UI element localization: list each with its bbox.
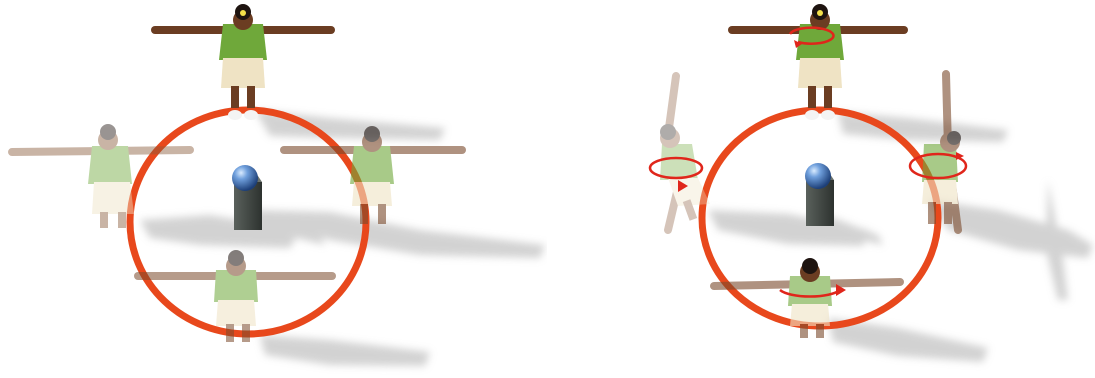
figure-right [284, 126, 462, 224]
right-scene [548, 0, 1095, 378]
shadows [708, 112, 1093, 362]
blue-sphere [805, 163, 831, 189]
left-scene [0, 0, 547, 378]
left-panel [0, 0, 547, 378]
right-panel [548, 0, 1095, 378]
blue-sphere [232, 165, 258, 191]
figure-top [155, 4, 331, 120]
figure-top [732, 4, 904, 120]
figure-bottom [138, 250, 332, 342]
